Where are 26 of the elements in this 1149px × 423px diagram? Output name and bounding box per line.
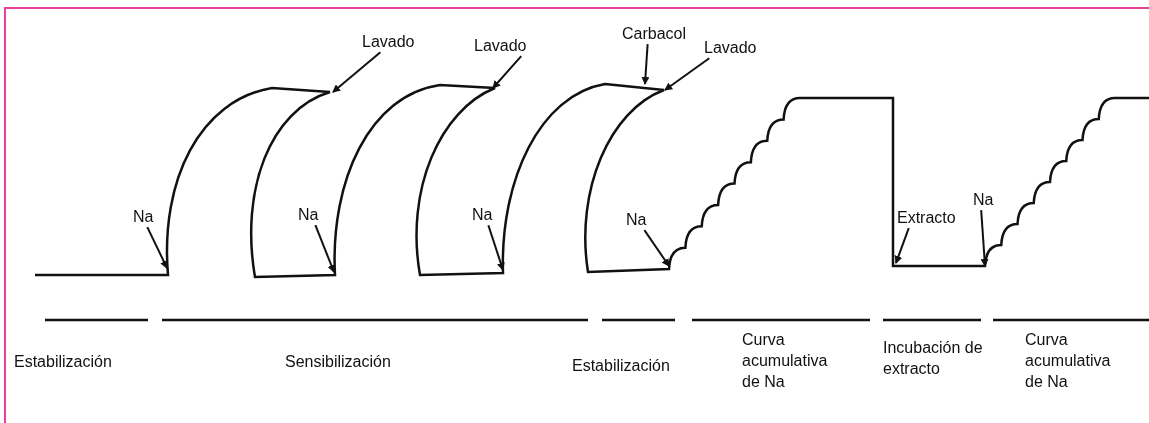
phase-label: Estabilización bbox=[14, 352, 113, 372]
phase-label: Curva acumulativa de Na bbox=[1025, 330, 1112, 392]
leader-arrow bbox=[641, 43, 650, 85]
phase-label: Curva acumulativa de Na bbox=[742, 330, 829, 392]
phase-label: Estabilización bbox=[572, 356, 671, 376]
leader-arrow bbox=[664, 57, 711, 91]
annotation-label: Lavado bbox=[362, 32, 415, 52]
phase-label: Incubación de extracto bbox=[883, 338, 983, 379]
phase-label: Sensibilización bbox=[285, 352, 392, 372]
annotation-label: Na bbox=[626, 210, 647, 230]
leader-arrow bbox=[487, 224, 505, 271]
leader-arrow bbox=[980, 209, 989, 267]
leader-arrow bbox=[894, 227, 910, 264]
annotation-label: Na bbox=[298, 205, 319, 225]
annotation-label: Lavado bbox=[704, 38, 757, 58]
annotation-label: Na bbox=[973, 190, 994, 210]
annotation-label: Carbacol bbox=[622, 24, 687, 44]
leader-arrow bbox=[492, 55, 523, 89]
leader-arrow bbox=[146, 226, 168, 269]
annotation-label: Extracto bbox=[897, 208, 956, 228]
leader-arrow bbox=[314, 224, 336, 273]
annotation-label: Na bbox=[472, 205, 493, 225]
leader-arrow bbox=[643, 229, 670, 267]
annotation-label: Na bbox=[133, 207, 154, 227]
annotation-label: Lavado bbox=[474, 36, 527, 56]
leader-arrow bbox=[332, 51, 382, 93]
